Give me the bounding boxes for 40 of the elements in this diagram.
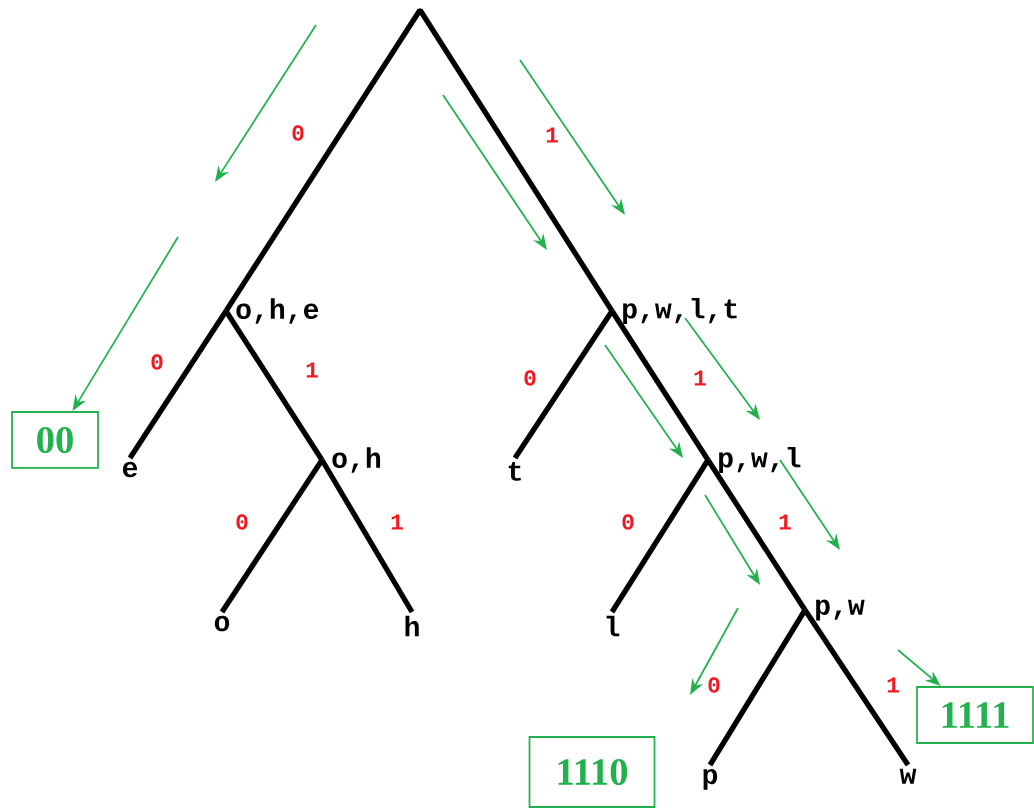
leaf-label: t	[508, 461, 521, 481]
code-box: 1110	[528, 736, 656, 808]
edge-label: 0	[705, 675, 723, 695]
edge-label: 1	[691, 368, 709, 388]
branch-line	[512, 309, 615, 460]
branch-line	[609, 458, 711, 614]
branch-line	[609, 309, 711, 462]
branch-line	[223, 8, 423, 313]
branch-line	[319, 458, 415, 614]
leaf-label: p	[703, 768, 718, 790]
leaf-label: w	[899, 768, 917, 784]
branch-line	[802, 608, 911, 767]
branch-line	[705, 458, 808, 612]
edge-label: 0	[148, 352, 166, 372]
node-label: o,h,e	[236, 298, 319, 324]
tree-root	[418, 8, 422, 12]
branch-line	[127, 309, 229, 460]
edge-label: 1	[543, 125, 561, 145]
branch-line	[219, 458, 325, 614]
leaf-label: l	[606, 615, 620, 637]
code-box: 1111	[916, 686, 1034, 744]
branch-line	[223, 309, 325, 462]
branch-line	[417, 8, 615, 313]
edge-label: 0	[233, 512, 251, 532]
edge-label: 0	[289, 123, 307, 143]
edge-label: 1	[884, 675, 902, 695]
edge-label: 0	[619, 512, 637, 532]
edge-label: 1	[388, 512, 406, 532]
edge-label: 0	[521, 368, 539, 388]
leaf-label: o	[214, 615, 230, 632]
code-box: 00	[11, 411, 99, 469]
node-label: p,w,l,t	[623, 297, 737, 325]
leaf-label: h	[405, 615, 419, 637]
edge-label: 1	[776, 512, 794, 532]
node-label: p,w,l	[719, 446, 801, 474]
node-label: p,w	[816, 599, 865, 621]
branch-line	[707, 608, 808, 767]
edge-label: 1	[303, 360, 321, 380]
leaf-label: e	[122, 461, 138, 478]
node-label: o,h	[332, 447, 381, 473]
